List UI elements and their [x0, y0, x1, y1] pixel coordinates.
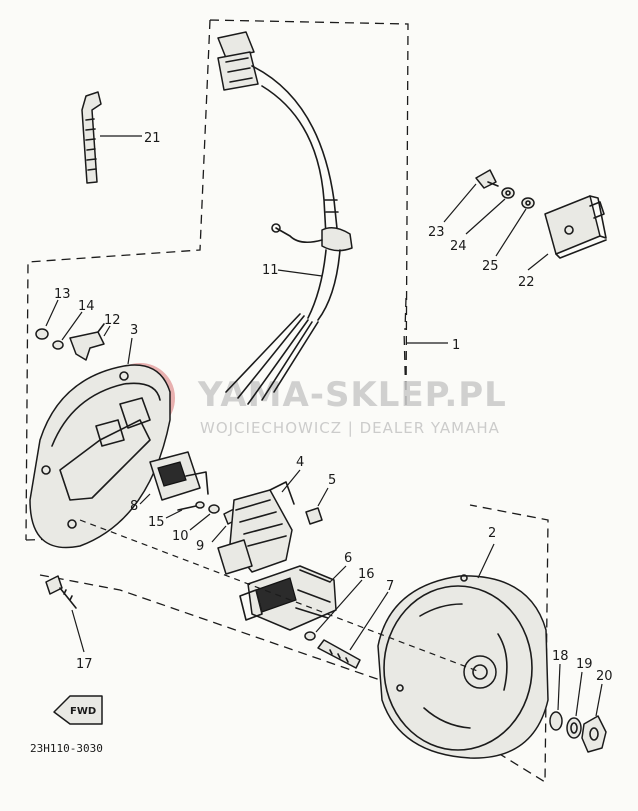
part-label-22: 22: [518, 275, 535, 290]
part-11-wire-harness: [217, 31, 353, 405]
part-4-source-coil: [217, 469, 301, 575]
part-8-pickup-coil: [139, 451, 209, 505]
part-label-14: 14: [78, 299, 95, 314]
part-5-screw: [305, 487, 329, 525]
part-label-7: 7: [386, 579, 394, 594]
part-label-13: 13: [54, 287, 71, 302]
part-22-regulator: [527, 195, 607, 271]
part-label-21: 21: [144, 131, 161, 146]
part-24-washer: [465, 187, 515, 235]
part-label-20: 20: [596, 669, 613, 684]
part-label-24: 24: [450, 239, 467, 254]
part-label-25: 25: [482, 259, 499, 274]
part-20-nut: [581, 683, 607, 753]
part-label-18: 18: [552, 649, 569, 664]
part-19-lock-washer: [566, 671, 583, 739]
part-23-bolt: [443, 169, 499, 223]
part-label-12: 12: [104, 313, 121, 328]
part-label-9: 9: [196, 539, 204, 554]
part-label-1: 1: [452, 338, 460, 353]
fwd-arrow-icon: FWD: [53, 695, 103, 725]
part-12-clamp: [69, 323, 111, 361]
part-25-washer: [495, 197, 535, 257]
group-outline-harness: [25, 19, 409, 541]
watermark: YAMA-SKLEP.PL WOJCIECHOWICZ | DEALER YAM…: [105, 363, 507, 437]
part-21-cable-tie: [81, 91, 142, 184]
fwd-label: FWD: [70, 706, 96, 717]
diagram-code: 23H110-3030: [30, 742, 103, 755]
part-label-15: 15: [148, 515, 165, 530]
part-7-screw: [317, 591, 389, 669]
part-label-11: 11: [262, 263, 279, 278]
part-label-16: 16: [358, 567, 375, 582]
part-label-19: 19: [576, 657, 593, 672]
part-label-10: 10: [172, 529, 189, 544]
part-label-23: 23: [428, 225, 445, 240]
watermark-subtitle: WOJCIECHOWICZ | DEALER YAMAHA: [200, 419, 500, 437]
part-18-washer: [549, 663, 563, 731]
part-2-flywheel: [79, 519, 549, 759]
part-label-6: 6: [344, 551, 352, 566]
part-label-3: 3: [130, 323, 138, 338]
part-10-washer: [189, 504, 220, 531]
part-label-2: 2: [488, 526, 496, 541]
part-number-labels: 1 2 3 4 5 6 7 8 9 10 11 12 13 14 15 16 1…: [54, 131, 613, 684]
part-label-17: 17: [76, 657, 93, 672]
part-6-charge-coil: [239, 565, 347, 631]
part-label-5: 5: [328, 473, 336, 488]
part-13-screw: [35, 299, 59, 340]
part-label-8: 8: [130, 499, 138, 514]
part-label-4: 4: [296, 455, 304, 470]
part-14-washer: [52, 311, 83, 350]
watermark-title: YAMA-SKLEP.PL: [197, 375, 507, 415]
part-3-stator-plate: [29, 337, 171, 549]
part-15-screw: [165, 501, 205, 519]
part-16-washer: [304, 579, 363, 641]
part-17-screw: [45, 575, 85, 653]
